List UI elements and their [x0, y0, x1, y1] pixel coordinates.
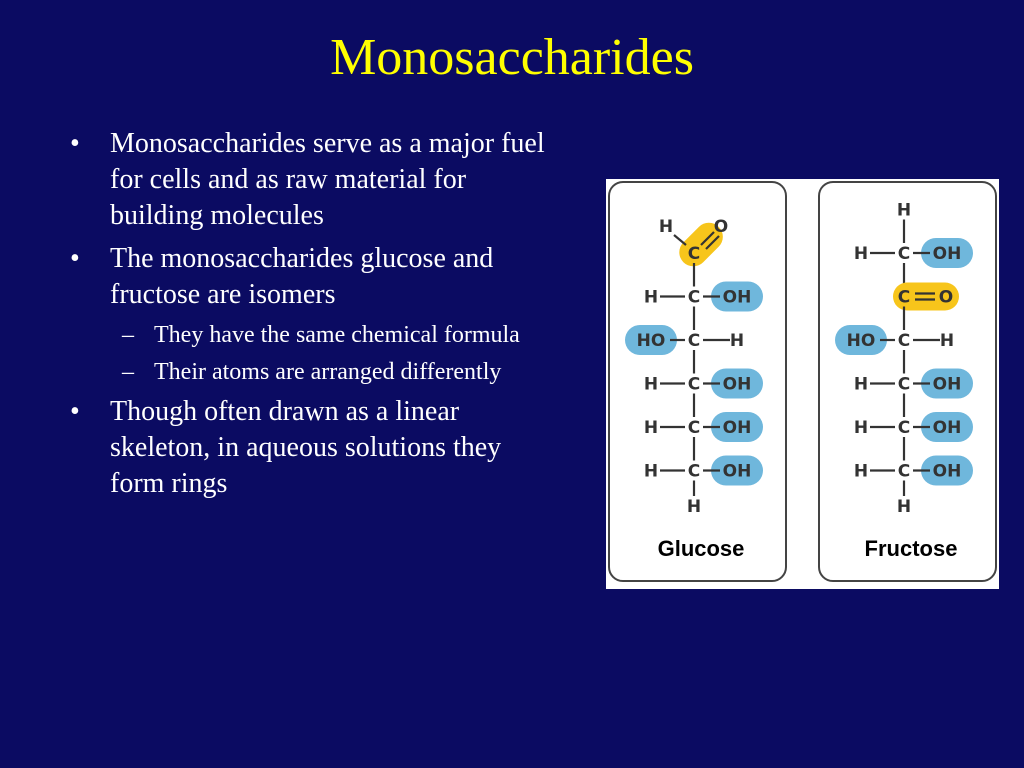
glucose-label: Glucose: [658, 536, 745, 561]
fructose-left-group: H: [854, 418, 868, 438]
bullet-text: Though often drawn as a linear skeleton,…: [110, 396, 502, 499]
glucose-left-group: H: [644, 418, 658, 438]
bullet-glyph: •: [70, 128, 80, 159]
fructose-hydroxyl-highlight: [921, 412, 973, 442]
glucose-right-group: OH: [723, 288, 752, 308]
glucose-carbon-atom: C: [688, 244, 700, 264]
fructose-carbon-atom: C: [898, 288, 910, 308]
glucose-right-group: OH: [723, 462, 752, 482]
bullet-item: • The monosaccharides glucose and fructo…: [70, 241, 550, 313]
bullet-item: • Though often drawn as a linear skeleto…: [70, 394, 550, 502]
fructose-carbon-atom: C: [898, 244, 910, 264]
fructose-oxygen-atom: O: [939, 288, 953, 308]
glucose-bottom-h-atom: H: [687, 497, 701, 517]
fructose-left-group: H: [854, 462, 868, 482]
sub-bullet-text: Their atoms are arranged differently: [154, 359, 502, 385]
glucose-hydroxyl-highlight: [625, 325, 677, 355]
bullet-text: Monosaccharides serve as a major fuel fo…: [110, 128, 545, 231]
fructose-label: Fructose: [865, 536, 958, 561]
fructose-left-group: HO: [847, 331, 876, 351]
fructose-hydroxyl-highlight: [921, 238, 973, 268]
fructose-carbon-atom: C: [898, 462, 910, 482]
glucose-right-group: OH: [723, 418, 752, 438]
sub-bullet-item: – They have the same chemical formula: [70, 320, 550, 350]
fructose-carbonyl-highlight: [893, 282, 959, 311]
glucose-double-bond: [705, 235, 720, 250]
fructose-hydroxyl-highlight: [921, 368, 973, 399]
bullet-item: • Monosaccharides serve as a major fuel …: [70, 126, 550, 234]
bullet-glyph: •: [70, 396, 80, 427]
glucose-carbon-atom: C: [688, 418, 700, 438]
glucose-hydroxyl-highlight: [711, 412, 763, 442]
glucose-h-atom: H: [659, 217, 673, 237]
glucose-carbon-atom: C: [688, 288, 700, 308]
fructose-bottom-h-atom: H: [897, 497, 911, 517]
glucose-double-bond: [700, 231, 715, 246]
glucose-hydroxyl-highlight: [711, 455, 763, 486]
fructose-right-group: OH: [933, 244, 962, 264]
fructose-right-group: OH: [933, 375, 962, 395]
glucose-right-group: H: [730, 331, 744, 351]
fructose-right-group: OH: [933, 418, 962, 438]
glucose-carbon-atom: C: [688, 331, 700, 351]
fructose-right-group: H: [940, 331, 954, 351]
fructose-hydroxyl-highlight: [921, 455, 973, 486]
fructose-hydroxyl-highlight: [835, 325, 887, 355]
fructose-top-h-atom: H: [897, 201, 911, 221]
fructose-left-group: H: [854, 375, 868, 395]
glucose-left-group: HO: [637, 331, 666, 351]
bullet-glyph: •: [70, 243, 80, 274]
fructose-right-group: OH: [933, 462, 962, 482]
glucose-hydroxyl-highlight: [711, 281, 763, 312]
bullet-text: The monosaccharides glucose and fructose…: [110, 243, 494, 310]
glucose-hydroxyl-highlight: [711, 368, 763, 399]
sub-bullet-item: – Their atoms are arranged differently: [70, 357, 550, 387]
dash-glyph: –: [122, 322, 134, 348]
glucose-carbon-atom: C: [688, 462, 700, 482]
glucose-left-group: H: [644, 375, 658, 395]
glucose-oxygen-atom: O: [714, 217, 728, 237]
dash-glyph: –: [122, 359, 134, 385]
bullet-list: • Monosaccharides serve as a major fuel …: [70, 126, 550, 509]
glucose-right-group: OH: [723, 375, 752, 395]
glucose-left-group: H: [644, 462, 658, 482]
glucose-left-group: H: [644, 288, 658, 308]
fructose-left-group: H: [854, 244, 868, 264]
fructose-carbon-atom: C: [898, 418, 910, 438]
glucose-carbon-atom: C: [688, 375, 700, 395]
fructose-carbon-atom: C: [898, 375, 910, 395]
sub-bullet-text: They have the same chemical formula: [154, 322, 520, 348]
slide-title: Monosaccharides: [330, 29, 694, 86]
glucose-bond: [673, 234, 687, 246]
fructose-carbon-atom: C: [898, 331, 910, 351]
